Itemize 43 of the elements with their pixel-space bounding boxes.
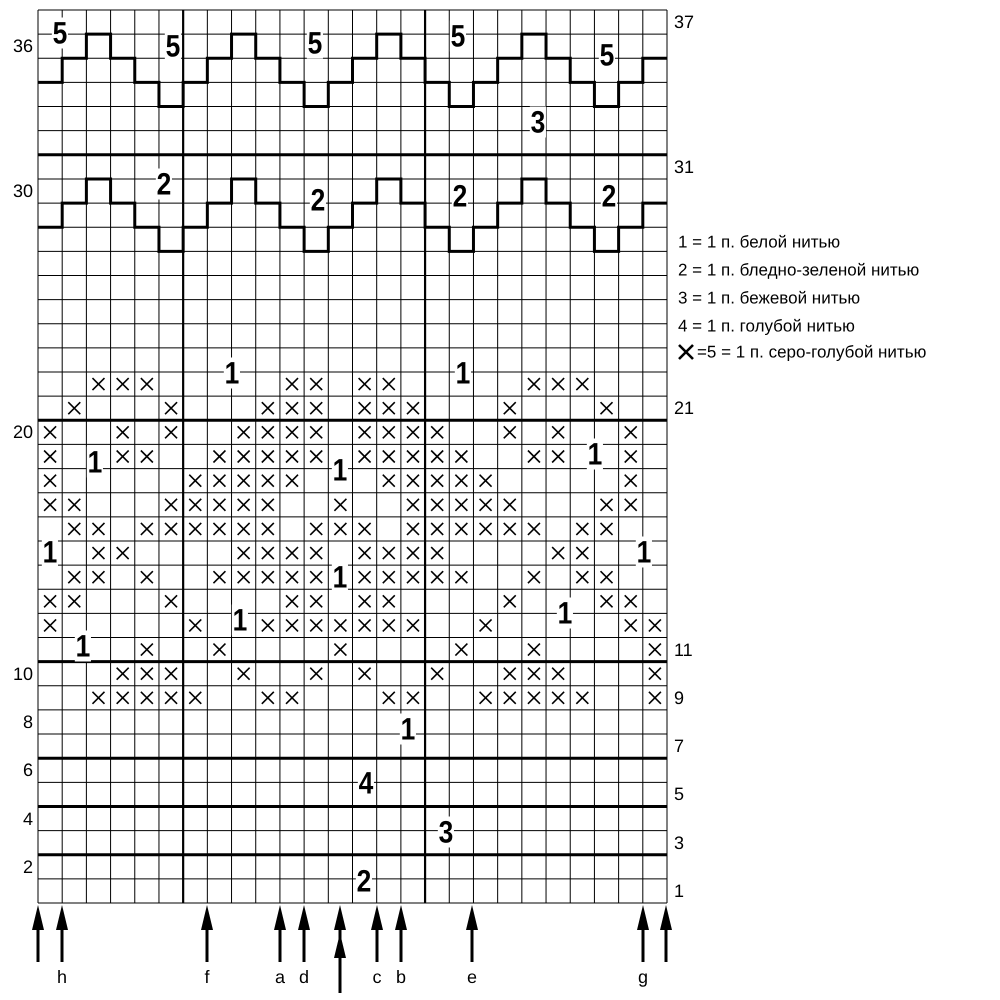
repeat-letter: g xyxy=(638,968,648,986)
chart-symbol-number: 1 xyxy=(74,630,92,662)
row-number: 37 xyxy=(674,13,694,32)
repeat-letter: e xyxy=(467,968,477,986)
row-number: 8 xyxy=(22,712,33,731)
chart-symbol-number: 1 xyxy=(636,536,652,568)
chart-symbol-number: 3 xyxy=(438,816,454,848)
chart-symbol-number: 1 xyxy=(556,598,574,628)
row-number: 31 xyxy=(674,158,694,176)
row-number: 1 xyxy=(674,882,684,900)
chart-symbol-number: 1 xyxy=(232,604,248,636)
row-number: 4 xyxy=(22,810,33,828)
row-number: 36 xyxy=(12,37,33,56)
chart-symbol-number: 5 xyxy=(52,18,68,48)
repeat-letter: b xyxy=(396,968,406,986)
repeat-letter: a xyxy=(275,968,285,986)
chart-symbol-number: 5 xyxy=(164,30,182,62)
row-number: 20 xyxy=(12,423,33,442)
legend-text: 3 = 1 п. бежевой нитью xyxy=(678,290,860,306)
row-number: 5 xyxy=(674,785,684,804)
repeat-letter: h xyxy=(57,968,67,986)
chart-symbol-number: 1 xyxy=(224,358,240,388)
chart-symbol-number: 1 xyxy=(400,714,416,744)
row-number: 3 xyxy=(674,834,684,852)
row-number: 7 xyxy=(674,737,684,756)
chart-symbol-number: 1 xyxy=(586,438,604,470)
repeat-letter: d xyxy=(299,968,309,986)
row-number: 30 xyxy=(12,182,33,200)
repeat-letter: f xyxy=(204,968,210,986)
row-number: 6 xyxy=(22,761,33,780)
row-number: 2 xyxy=(22,858,33,876)
legend-text: 4 = 1 п. голубой нитью xyxy=(678,318,855,334)
legend-text: 1 = 1 п. белой нитью xyxy=(678,234,840,250)
row-number: 21 xyxy=(674,399,694,418)
chart-symbol-number: 2 xyxy=(156,168,172,200)
row-number: 11 xyxy=(674,640,693,659)
row-number: 9 xyxy=(674,688,684,707)
legend-text: 2 = 1 п. бледно-зеленой нитью xyxy=(678,262,920,278)
chart-symbol-number: 3 xyxy=(530,106,546,138)
row-number: 10 xyxy=(12,664,33,683)
repeat-letter: c xyxy=(372,968,382,986)
legend-text: =5 = 1 п. серо-голубой нитью xyxy=(697,344,926,360)
chart-symbol-number: 1 xyxy=(332,562,348,592)
